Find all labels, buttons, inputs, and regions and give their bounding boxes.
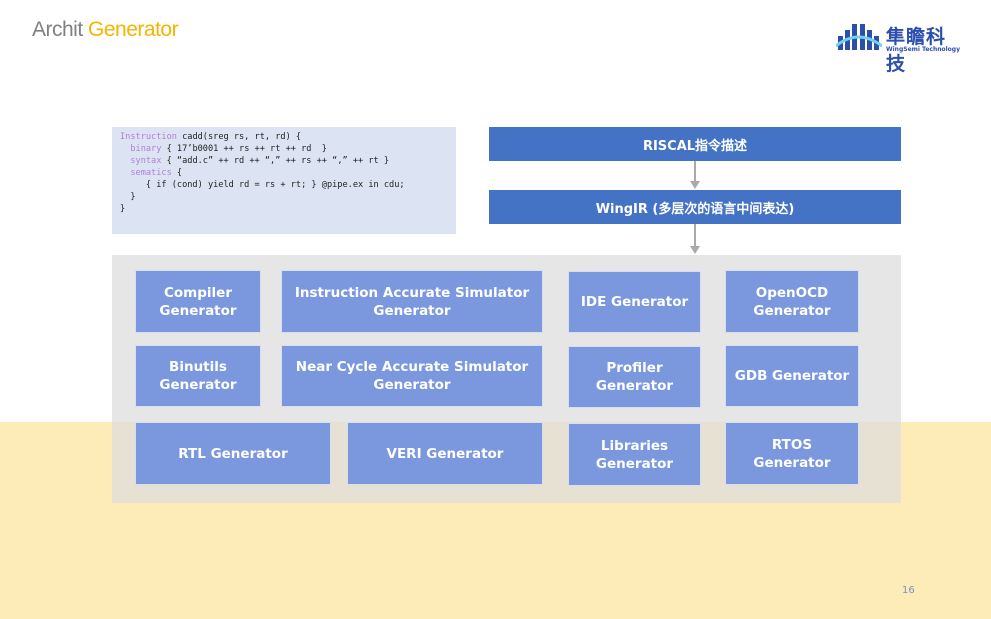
gdb-generator-box: GDB Generator — [725, 345, 859, 407]
ide-generator-box: IDE Generator — [568, 271, 701, 333]
company-logo: 隼瞻科技 WingSemi Technology — [835, 22, 961, 75]
veri-generator-box: VERI Generator — [347, 422, 543, 485]
nca-simulator-generator-box: Near Cycle Accurate Simulator Generator — [281, 345, 543, 407]
ia-simulator-generator-box: Instruction Accurate Simulator Generator — [281, 270, 543, 333]
arrow-down-icon — [690, 246, 700, 254]
compiler-generator-box: Compiler Generator — [135, 270, 261, 333]
logo-mark-icon — [835, 24, 883, 50]
binutils-generator-box: Binutils Generator — [135, 345, 261, 407]
code-line: Instruction cadd(sreg rs, rt, rd) { — [120, 132, 302, 142]
rtos-generator-box: RTOS Generator — [725, 422, 859, 485]
code-line: sematics { — [120, 168, 183, 178]
arrow-line — [694, 161, 696, 183]
arrow-down-icon — [690, 181, 700, 189]
rtl-generator-box: RTL Generator — [135, 422, 331, 485]
code-line: { if (cond) yield rd = rs + rt; } @pipe.… — [120, 180, 405, 190]
profiler-generator-box: Profiler Generator — [568, 346, 701, 408]
code-line: binary { 17’b0001 ++ rs ++ rt ++ rd } — [120, 144, 327, 154]
arrow-line — [694, 224, 696, 247]
code-line: } — [120, 192, 136, 202]
page-number: 16 — [902, 585, 915, 596]
riscal-description-box: RISCAL指令描述 — [489, 127, 901, 161]
code-snippet: Instruction cadd(sreg rs, rt, rd) { bina… — [112, 127, 456, 234]
code-line: } — [120, 204, 126, 214]
wingir-box: WingIR (多层次的语言中间表达) — [489, 190, 901, 224]
slide-title: Archit Generator — [32, 18, 179, 41]
libraries-generator-box: Libraries Generator — [568, 423, 701, 486]
openocd-generator-box: OpenOCD Generator — [725, 270, 859, 333]
code-line: syntax { “add.c” ++ rd ++ “,” ++ rs ++ “… — [120, 156, 390, 166]
